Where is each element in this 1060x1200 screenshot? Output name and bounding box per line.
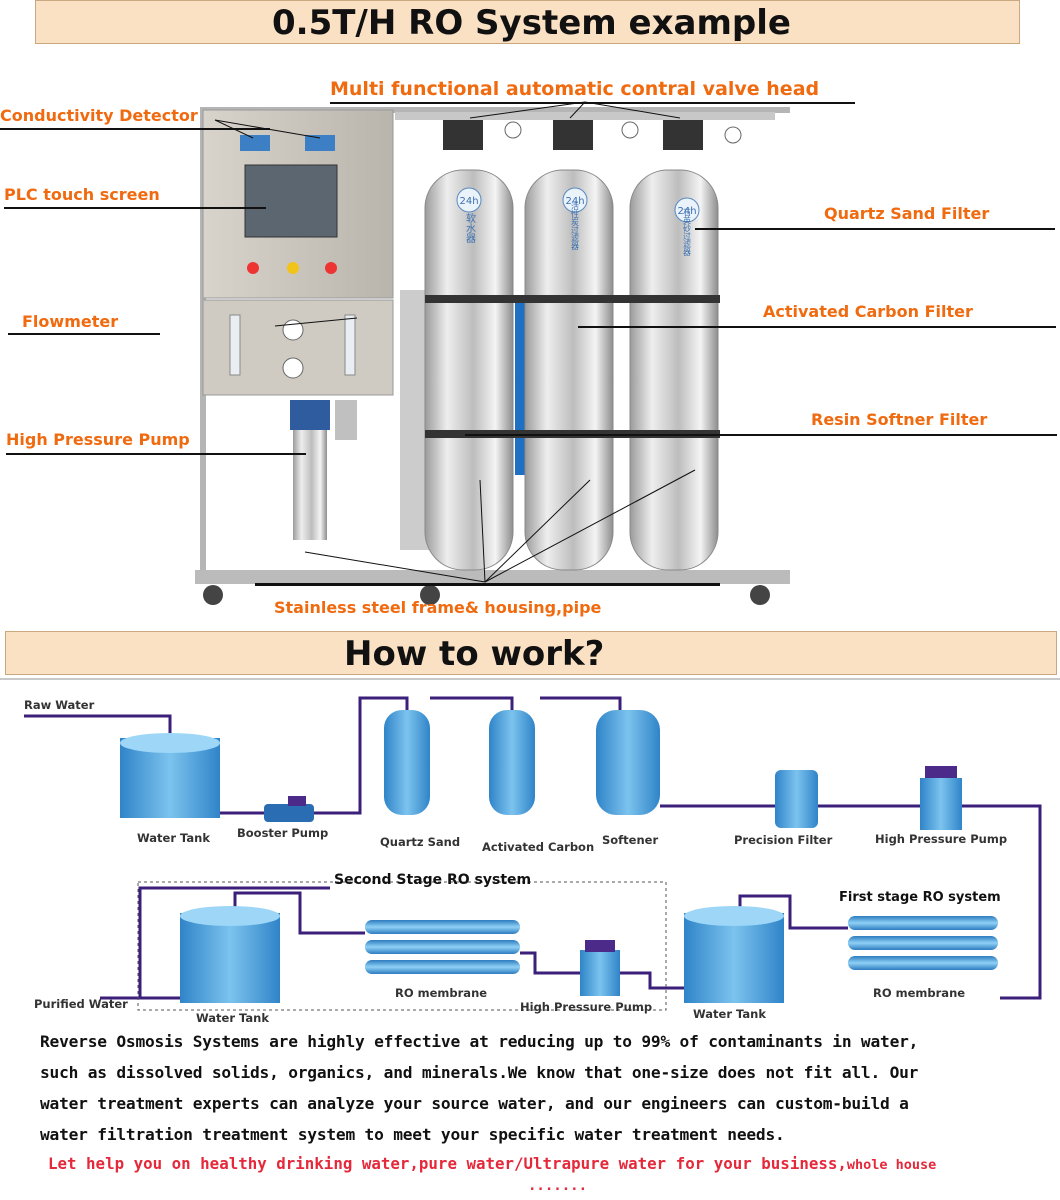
cta-main: Let help you on healthy drinking water,p… (48, 1154, 847, 1173)
callout-carbon: Activated Carbon Filter (763, 302, 973, 321)
label-high-pressure-pump: High Pressure Pump (875, 832, 1008, 846)
tank3-badge: 24h (677, 206, 696, 217)
pipes (24, 696, 1042, 1000)
pressure-gauge-2 (282, 357, 304, 379)
page-title: 0.5T/H RO System example (35, 0, 1020, 44)
label-water-tank-3: Water Tank (693, 1007, 766, 1021)
description-line-1: Reverse Osmosis Systems are highly effec… (40, 1032, 919, 1051)
label-booster-pump: Booster Pump (237, 826, 329, 840)
ro-tube-2c (365, 960, 520, 974)
water-tank-3 (684, 913, 784, 1003)
water-tank-2 (180, 913, 280, 1003)
description-line-4: water filtration treatment system to mee… (40, 1125, 785, 1144)
callout-pump: High Pressure Pump (6, 430, 190, 449)
callout-quartz: Quartz Sand Filter (824, 204, 990, 223)
callout-plc: PLC touch screen (4, 185, 160, 204)
ro-tube-1c (848, 956, 998, 970)
callout-valve-head: Multi functional automatic contral valve… (330, 78, 820, 100)
label-raw-water: Raw Water (24, 698, 95, 712)
activated-carbon-tank (489, 710, 535, 815)
second-stage-box (137, 881, 667, 1011)
tank2-badge: 24h (565, 196, 584, 207)
gauge-panel (202, 299, 394, 396)
pump-motor (290, 400, 330, 430)
label-softener: Softener (602, 833, 659, 847)
ro-tube-1b (848, 936, 998, 950)
callout-resin: Resin Softner Filter (811, 410, 988, 429)
label-quartz-sand: Quartz Sand (380, 835, 461, 849)
label-first-stage: First stage RO system (839, 890, 1001, 905)
booster-pump (264, 804, 314, 822)
flowmeter-tube-2 (344, 314, 356, 376)
high-pressure-pump-1 (920, 778, 962, 830)
label-precision-filter: Precision Filter (734, 833, 833, 847)
cta-ellipsis: ....... (528, 1178, 588, 1194)
quartz-sand-tank (384, 710, 430, 815)
precision-filter (775, 770, 818, 828)
plc-screen (244, 164, 338, 238)
label-ro-membrane: RO membrane (395, 986, 488, 1000)
label-water-tank-2: Water Tank (196, 1011, 269, 1025)
pump-body (293, 430, 327, 540)
label-high-pressure-pump-2: High Pressure Pump (520, 1000, 653, 1014)
tank2-label: 活性炭过滤器 (571, 201, 580, 251)
stop-button (325, 262, 337, 274)
callout-flowmeter: Flowmeter (22, 312, 119, 331)
frame-base (195, 570, 790, 584)
callout-conductivity: Conductivity Detector (0, 106, 198, 125)
tank3-label: 石英砂过滤器 (683, 208, 692, 257)
yellow-button (287, 262, 299, 274)
tank-activated-carbon: 24h 活性炭过滤器 (524, 120, 614, 571)
section-title: How to work? (5, 631, 1057, 675)
softener-tank (596, 710, 660, 815)
label-ro-membrane-2: RO membrane (873, 986, 966, 1000)
high-pressure-pump-2 (580, 950, 620, 996)
tank-quartz-sand: 24h 石英砂过滤器 (629, 120, 719, 571)
tank1-label: 软水器 (464, 212, 476, 244)
ro-tube-2a (365, 920, 520, 934)
label-second-stage: Second Stage RO system (334, 872, 532, 888)
ro-system-photo: 24h 软水器 24h 活性炭过滤器 24h 石英砂过滤器 (195, 101, 790, 605)
tank-softener: 24h 软水器 (424, 120, 514, 571)
ro-tube-2b (365, 940, 520, 954)
description-line-3: water treatment experts can analyze your… (40, 1094, 909, 1113)
call-to-action: Let help you on healthy drinking water,p… (48, 1150, 1058, 1179)
callout-frame: Stainless steel frame& housing,pipe (274, 598, 602, 617)
flowmeter-tube-1 (229, 314, 241, 376)
tank1-badge: 24h (459, 196, 478, 207)
label-water-tank: Water Tank (137, 831, 210, 845)
red-button (247, 262, 259, 274)
conductivity-meter-1 (240, 135, 270, 151)
pressure-gauge-1 (282, 319, 304, 341)
label-activated-carbon: Activated Carbon (482, 840, 595, 854)
description-text: Reverse Osmosis Systems are highly effec… (40, 1026, 1040, 1150)
conductivity-meter-2 (305, 135, 335, 151)
description-line-2: such as dissolved solids, organics, and … (40, 1063, 919, 1082)
ro-tube-1a (848, 916, 998, 930)
label-purified-water: Purified Water (34, 997, 128, 1011)
cta-tail: whole house (846, 1157, 937, 1173)
process-diagram (24, 696, 1042, 1011)
